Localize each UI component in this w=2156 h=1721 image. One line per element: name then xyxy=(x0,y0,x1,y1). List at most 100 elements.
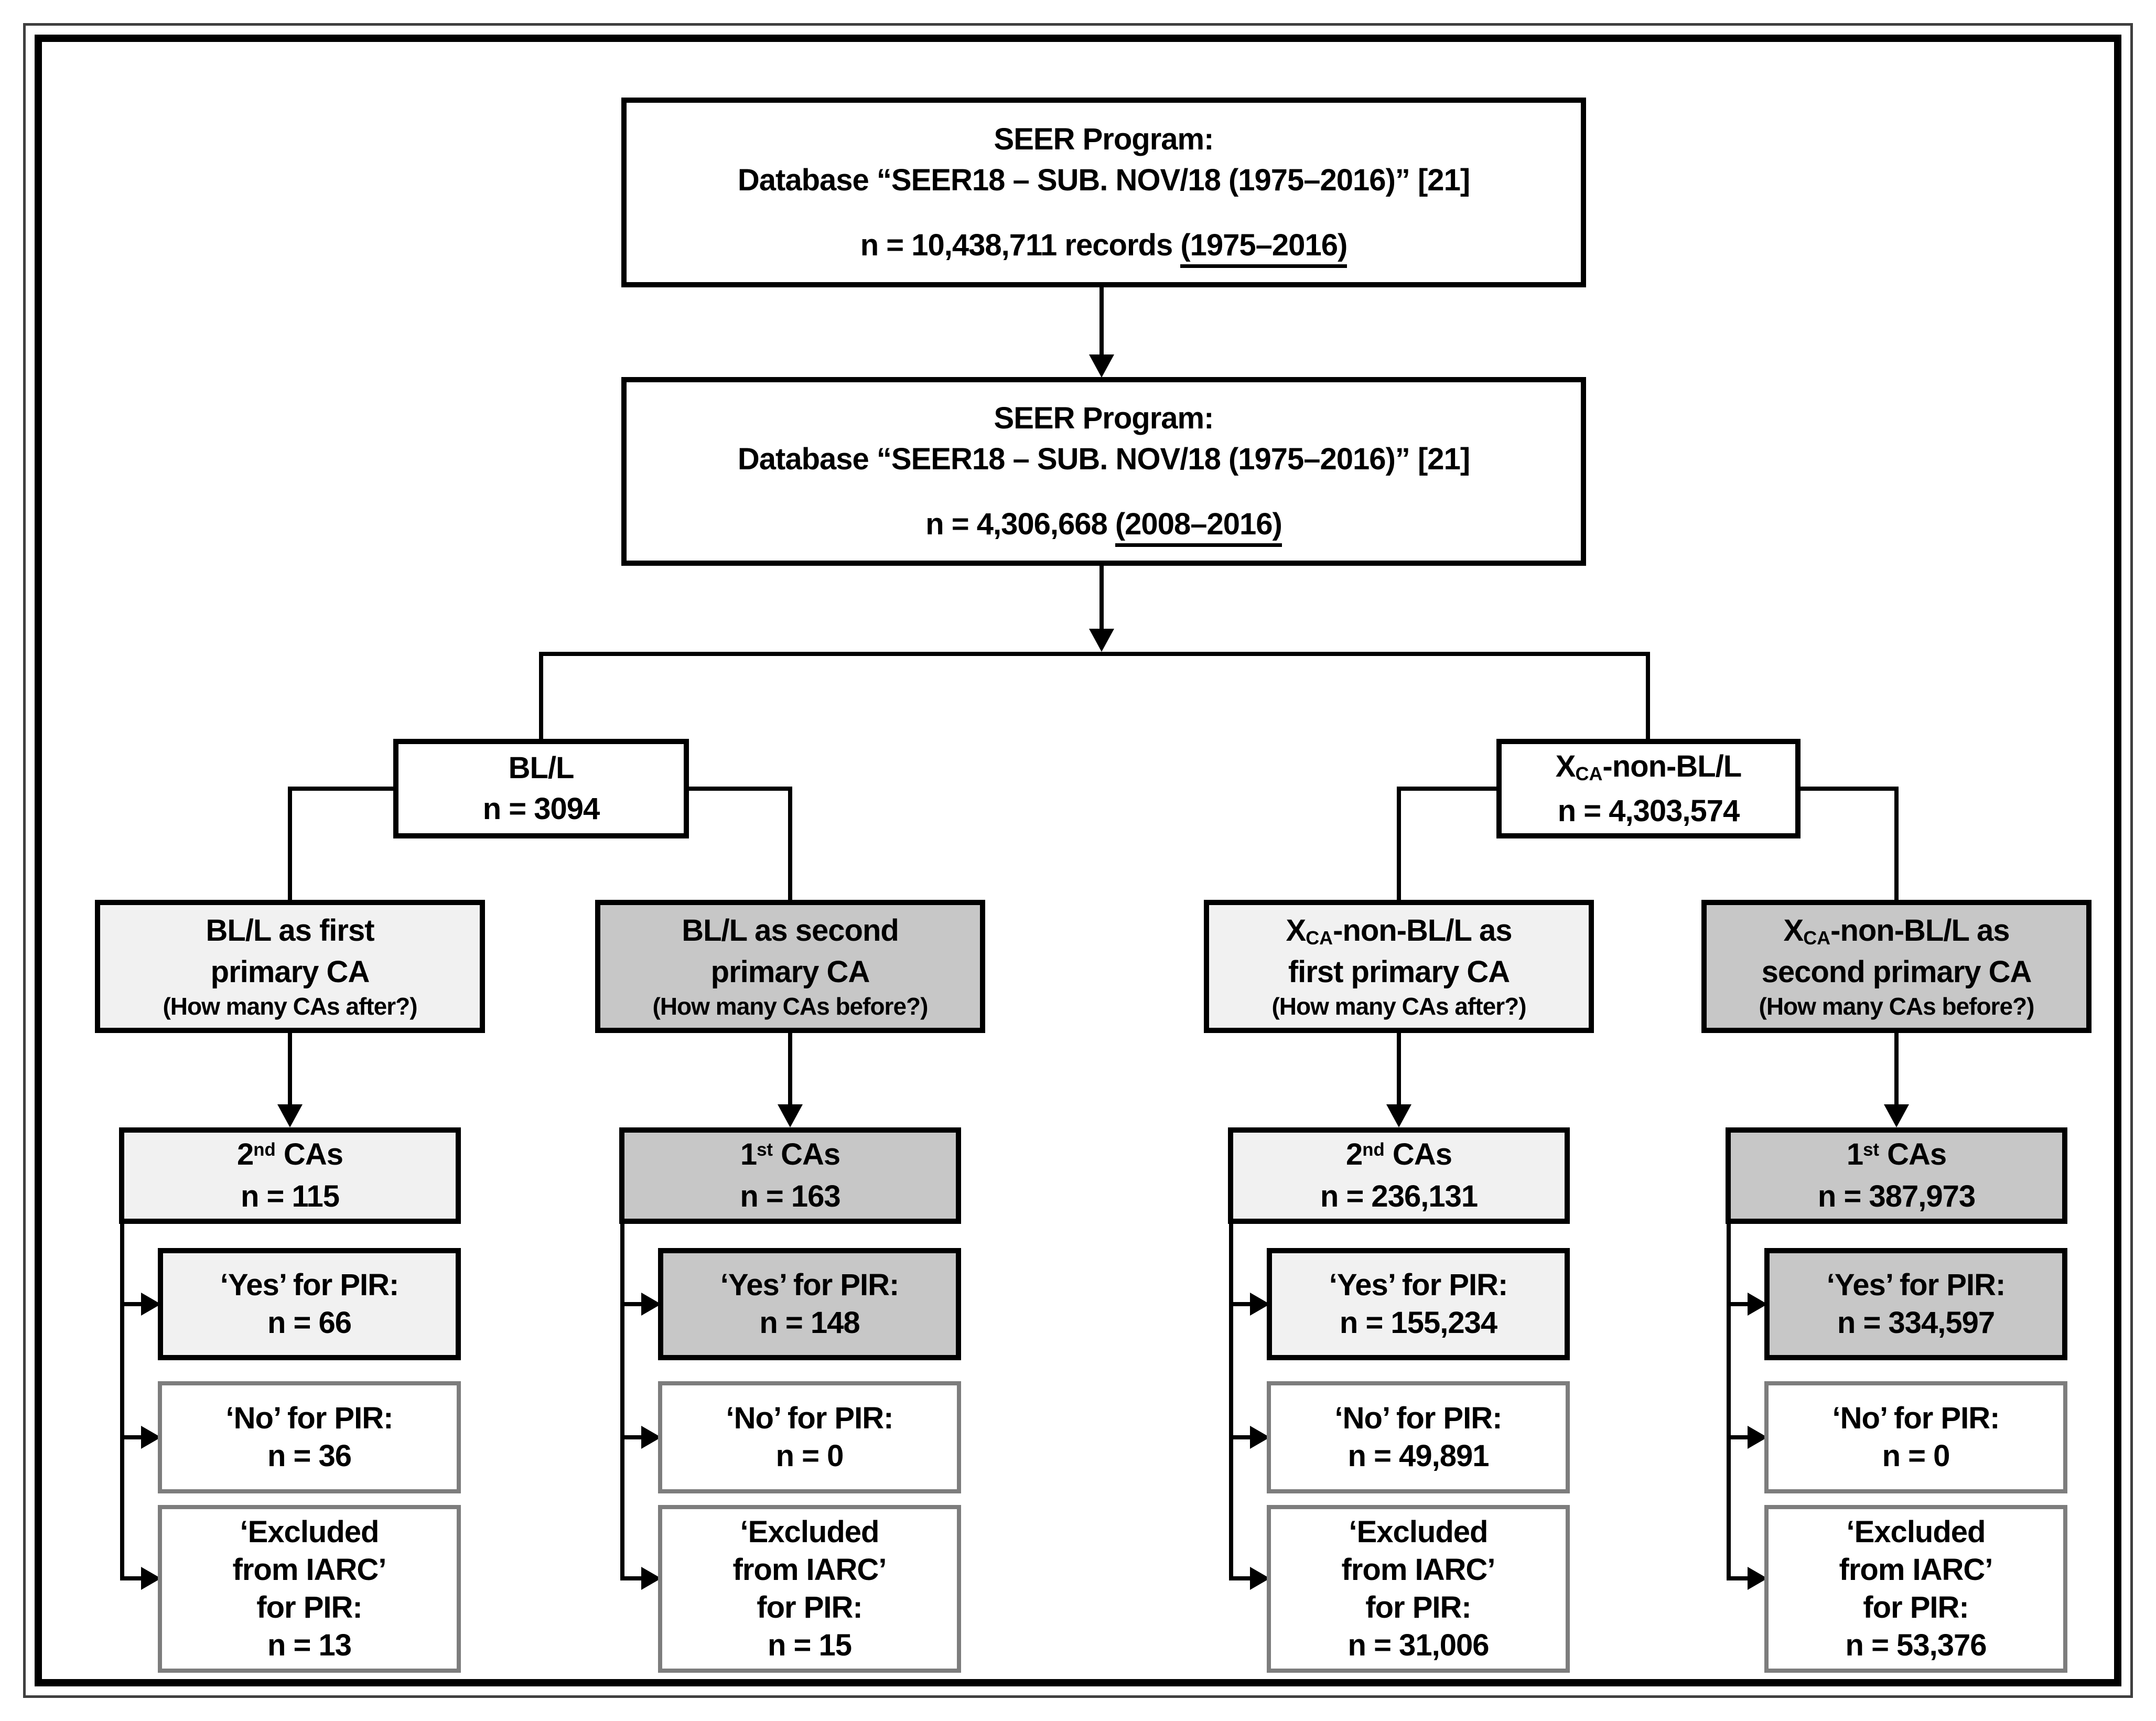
cas-count: n = 387,973 xyxy=(1817,1179,1976,1213)
pir-label: ‘Yes’ for PIR: xyxy=(220,1268,400,1302)
connector-line xyxy=(1397,787,1401,900)
connector-line xyxy=(288,1033,292,1105)
count-text: n = 10,438,711 records xyxy=(860,228,1181,262)
right-arrowhead xyxy=(1250,1567,1270,1590)
header-note: (How many CAs after?) xyxy=(1271,992,1526,1020)
connector-line xyxy=(788,1033,792,1105)
pir-count: n = 0 xyxy=(1882,1439,1950,1473)
down-arrowhead xyxy=(277,1104,303,1127)
down-arrowhead xyxy=(778,1104,803,1127)
flow-node-yes-pir: ‘Yes’ for PIR: n = 334,597 xyxy=(1764,1248,2067,1360)
header-line1: BL/L as first xyxy=(206,912,374,953)
pir-label-line2: from IARC’ xyxy=(1341,1553,1496,1587)
column-bll-first: 2nd CAs n = 115 ‘Yes’ for PIR: n = 66 ‘N… xyxy=(119,1127,461,1673)
flow-node-seer-filtered: SEER Program: Database “SEER18 – SUB. NO… xyxy=(621,377,1586,566)
column-xca-second: 1st CAs n = 387,973 ‘Yes’ for PIR: n = 3… xyxy=(1726,1127,2067,1673)
connector-line xyxy=(622,1302,643,1306)
header-line2: primary CA xyxy=(710,954,870,989)
connector-line xyxy=(1894,787,1899,900)
label-rest: -non-BL/L as xyxy=(1830,913,2010,948)
node-count: n = 4,306,668 (2008–2016) xyxy=(925,504,1282,547)
pir-label-line2: from IARC’ xyxy=(1839,1553,1993,1587)
label-rest: BL/L as second xyxy=(682,913,899,948)
right-arrowhead xyxy=(141,1293,161,1316)
connector-line xyxy=(622,1435,643,1439)
down-arrowhead xyxy=(1089,629,1114,652)
ordinal: 2 xyxy=(1346,1137,1363,1171)
node-subtitle: Database “SEER18 – SUB. NOV/18 (1975–201… xyxy=(737,163,1470,197)
flow-node-excluded-pir: ‘Excluded from IARC’ for PIR: n = 15 xyxy=(658,1505,961,1673)
cas-count: n = 236,131 xyxy=(1320,1179,1478,1213)
flow-node-1st-cas: 1st CAs n = 163 xyxy=(619,1127,961,1224)
header-line1: BL/L as second xyxy=(682,912,899,953)
pir-label: ‘Yes’ for PIR: xyxy=(1826,1268,2006,1302)
connector-line xyxy=(788,787,792,900)
pir-count: n = 334,597 xyxy=(1837,1306,1995,1340)
cas-label: 1st CAs xyxy=(1846,1136,1947,1178)
pir-count: n = 148 xyxy=(759,1306,860,1340)
cas-count: n = 115 xyxy=(240,1179,340,1213)
flow-node-2nd-cas: 2nd CAs n = 115 xyxy=(119,1127,461,1224)
branch-count: n = 4,303,574 xyxy=(1557,793,1740,828)
pir-label: ‘No’ for PIR: xyxy=(1832,1401,2000,1435)
label-rest: -non-BL/L xyxy=(1602,749,1742,783)
pir-label: ‘No’ for PIR: xyxy=(726,1401,894,1435)
pir-count: n = 155,234 xyxy=(1339,1306,1497,1340)
connector-line xyxy=(1397,787,1496,791)
label-base: X xyxy=(1286,913,1307,948)
ordinal: 1 xyxy=(740,1137,757,1171)
pir-count: n = 36 xyxy=(267,1439,352,1473)
right-arrowhead xyxy=(141,1426,161,1449)
flow-node-no-pir: ‘No’ for PIR: n = 0 xyxy=(658,1381,961,1493)
cas-label: 2nd CAs xyxy=(237,1136,343,1178)
pir-label-line3: for PIR: xyxy=(256,1590,362,1625)
connector-line xyxy=(122,1576,143,1580)
connector-line xyxy=(1646,652,1650,741)
cas-text: CAs xyxy=(1879,1137,1947,1171)
connector-line xyxy=(620,1224,624,1580)
connector-line xyxy=(1229,1224,1233,1580)
connector-line xyxy=(1894,1033,1899,1105)
ordinal-suffix: st xyxy=(757,1139,773,1160)
split-bar xyxy=(539,652,1650,656)
pir-label: ‘Yes’ for PIR: xyxy=(1329,1268,1508,1302)
pir-label-line3: for PIR: xyxy=(1863,1590,1969,1625)
connector-line xyxy=(622,1576,643,1580)
cas-text: CAs xyxy=(773,1137,840,1171)
label-base: X xyxy=(1783,913,1804,948)
right-arrowhead xyxy=(1748,1293,1767,1316)
column-bll-second: 1st CAs n = 163 ‘Yes’ for PIR: n = 148 ‘… xyxy=(619,1127,961,1673)
header-note: (How many CAs after?) xyxy=(163,992,417,1020)
down-arrowhead xyxy=(1386,1104,1411,1127)
flow-node-yes-pir: ‘Yes’ for PIR: n = 155,234 xyxy=(1267,1248,1570,1360)
flow-node-no-pir: ‘No’ for PIR: n = 36 xyxy=(158,1381,461,1493)
header-note: (How many CAs before?) xyxy=(1759,992,2035,1020)
pir-label-line1: ‘Excluded xyxy=(240,1515,380,1549)
connector-line xyxy=(1729,1302,1750,1306)
pir-label-line2: from IARC’ xyxy=(732,1553,887,1587)
flow-node-2nd-cas: 2nd CAs n = 236,131 xyxy=(1228,1127,1570,1224)
label-rest: BL/L as first xyxy=(206,913,374,948)
connector-line xyxy=(288,787,393,791)
count-years-underlined: (2008–2016) xyxy=(1115,507,1282,547)
right-arrowhead xyxy=(641,1293,661,1316)
flow-node-yes-pir: ‘Yes’ for PIR: n = 148 xyxy=(658,1248,961,1360)
connector-line xyxy=(1729,1435,1750,1439)
label-base: X xyxy=(1555,749,1576,783)
right-arrowhead xyxy=(641,1567,661,1590)
connector-line xyxy=(122,1302,143,1306)
connector-line xyxy=(1231,1302,1252,1306)
connector-line xyxy=(539,652,543,741)
header-note: (How many CAs before?) xyxy=(652,992,929,1020)
flow-node-header-xca-first: XCA-non-BL/L as first primary CA (How ma… xyxy=(1204,900,1594,1033)
pir-count: n = 0 xyxy=(775,1439,844,1473)
right-arrowhead xyxy=(141,1567,161,1590)
node-subtitle: Database “SEER18 – SUB. NOV/18 (1975–201… xyxy=(737,442,1470,476)
flow-node-bll: BL/L n = 3094 xyxy=(393,739,689,838)
connector-line xyxy=(1727,1224,1731,1580)
header-line1: XCA-non-BL/L as xyxy=(1784,912,2010,953)
flow-node-header-xca-second: XCA-non-BL/L as second primary CA (How m… xyxy=(1701,900,2092,1033)
pir-label-line3: for PIR: xyxy=(757,1590,863,1625)
ordinal: 1 xyxy=(1846,1137,1863,1171)
